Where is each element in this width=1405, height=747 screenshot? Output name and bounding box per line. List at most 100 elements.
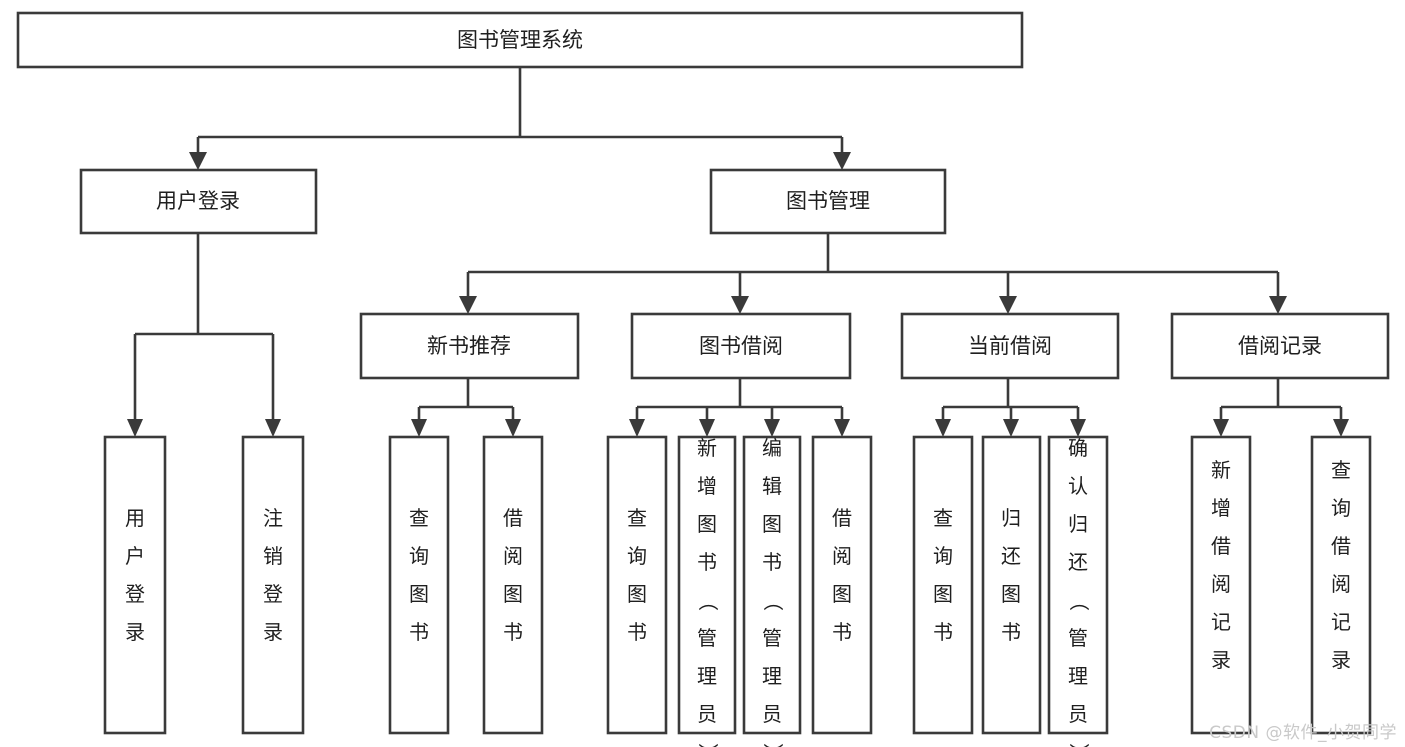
glyph: 录 [1331,648,1351,672]
node-user-login[interactable]: 用户登录 [79,168,318,235]
node-root-label: 图书管理系统 [457,28,583,52]
glyph: 管 [1068,626,1088,650]
arrowhead-leaf-user-login [127,419,143,437]
leaf-edit-book-admin-box[interactable] [742,435,802,735]
node-book-manage-box[interactable] [709,168,947,235]
leaf-logout[interactable] [241,435,305,735]
glyph: 辑 [762,474,782,498]
arrowhead-leaf-logout [265,419,281,437]
node-root-box[interactable] [16,11,1024,69]
glyph: 询 [933,544,953,568]
glyph: 阅 [1211,572,1231,596]
glyph: 图 [762,512,782,536]
arrowhead-leaf-add-book [699,419,715,437]
watermark-text: CSDN @软件_小贺同学 [1209,723,1397,743]
glyph: 书 [409,620,429,644]
glyph: 新 [1211,458,1231,482]
leaf-query-book-1-box[interactable] [388,435,450,735]
leaf-borrow-book-1[interactable] [482,435,544,735]
leaf-add-book-admin[interactable] [677,435,737,735]
glyph: 询 [409,544,429,568]
glyph: 录 [263,620,283,644]
arrowhead-leaf-query-book-2 [629,419,645,437]
glyph: 理 [762,664,782,688]
node-new-book-rec[interactable]: 新书推荐 [359,312,580,380]
leaf-query-book-2[interactable] [606,435,668,735]
leaf-query-book-3-box[interactable] [912,435,974,735]
glyph: 增 [1211,496,1231,520]
glyph: 户 [125,544,145,568]
leaf-edit-book-admin[interactable] [742,435,802,735]
leaf-query-book-1[interactable] [388,435,450,735]
leaf-query-record-box[interactable] [1310,435,1372,735]
glyph: （ [1067,591,1091,611]
leaf-borrow-book-2-box[interactable] [811,435,873,735]
glyph: 确 [1068,436,1088,460]
glyph: 登 [125,582,145,606]
node-book-borrow[interactable]: 图书借阅 [630,312,852,380]
arrowhead-book-manage [833,152,851,170]
node-current-borrow[interactable]: 当前借阅 [900,312,1120,380]
glyph: 书 [627,620,647,644]
leaf-confirm-return-admin[interactable] [1047,435,1109,735]
leaf-add-book-admin-box[interactable] [677,435,737,735]
node-book-borrow-box[interactable] [630,312,852,380]
arrowhead-currentborrow [999,296,1017,314]
glyph: 书 [933,620,953,644]
arrowhead-leaf-query-book-3 [935,419,951,437]
glyph: ） [761,743,785,747]
glyph: 询 [1331,496,1351,520]
node-new-book-rec-label: 新书推荐 [427,334,511,358]
glyph: 理 [1068,664,1088,688]
leaf-query-book-3[interactable] [912,435,974,735]
leaf-confirm-return-admin-box[interactable] [1047,435,1109,735]
glyph: 查 [933,506,953,530]
glyph: 管 [762,626,782,650]
leaf-query-book-2-box[interactable] [606,435,668,735]
node-root[interactable]: 图书管理系统 [16,11,1024,69]
node-user-login-label: 用户登录 [156,189,240,213]
glyph: 理 [697,664,717,688]
glyph: 用 [125,506,145,530]
node-borrow-record-box[interactable] [1170,312,1390,380]
arrowhead-leaf-return-book [1003,419,1019,437]
glyph: 员 [762,702,782,726]
leaf-add-record-box[interactable] [1190,435,1252,735]
leaf-borrow-book-2[interactable] [811,435,873,735]
leaf-user-login-label: 用户登录 [125,506,145,644]
leaf-logout-box[interactable] [241,435,305,735]
node-new-book-rec-box[interactable] [359,312,580,380]
glyph: （ [696,591,720,611]
glyph: 书 [832,620,852,644]
leaf-return-book[interactable] [981,435,1042,735]
glyph: 阅 [832,544,852,568]
leaf-borrow-book-1-box[interactable] [482,435,544,735]
leaf-label-layer: 用户登录注销登录查询图书借阅图书查询图书新增图书（管理员）编辑图书（管理员）借阅… [125,436,1351,747]
glyph: 阅 [503,544,523,568]
glyph: 书 [762,550,782,574]
leaf-user-login[interactable] [103,435,167,735]
glyph: 还 [1068,550,1088,574]
node-book-manage-label: 图书管理 [786,189,870,213]
arrowhead-user-login [189,152,207,170]
arrowhead-leaf-edit-book [764,419,780,437]
leaf-query-record[interactable] [1310,435,1372,735]
node-borrow-record[interactable]: 借阅记录 [1170,312,1390,380]
node-book-manage[interactable]: 图书管理 [709,168,947,235]
glyph: 图 [933,582,953,606]
node-current-borrow-box[interactable] [900,312,1120,380]
node-user-login-box[interactable] [79,168,318,235]
node-book-borrow-label: 图书借阅 [699,334,783,358]
leaf-user-login-box[interactable] [103,435,167,735]
arrowhead-leaf-borrow-book-1 [505,419,521,437]
leaf-add-record[interactable] [1190,435,1252,735]
glyph: 图 [832,582,852,606]
glyph: 编 [762,436,782,460]
node-current-borrow-label: 当前借阅 [968,334,1052,358]
leaf-return-book-box[interactable] [981,435,1042,735]
glyph: 增 [697,474,717,498]
glyph: 登 [263,582,283,606]
glyph: 员 [697,702,717,726]
